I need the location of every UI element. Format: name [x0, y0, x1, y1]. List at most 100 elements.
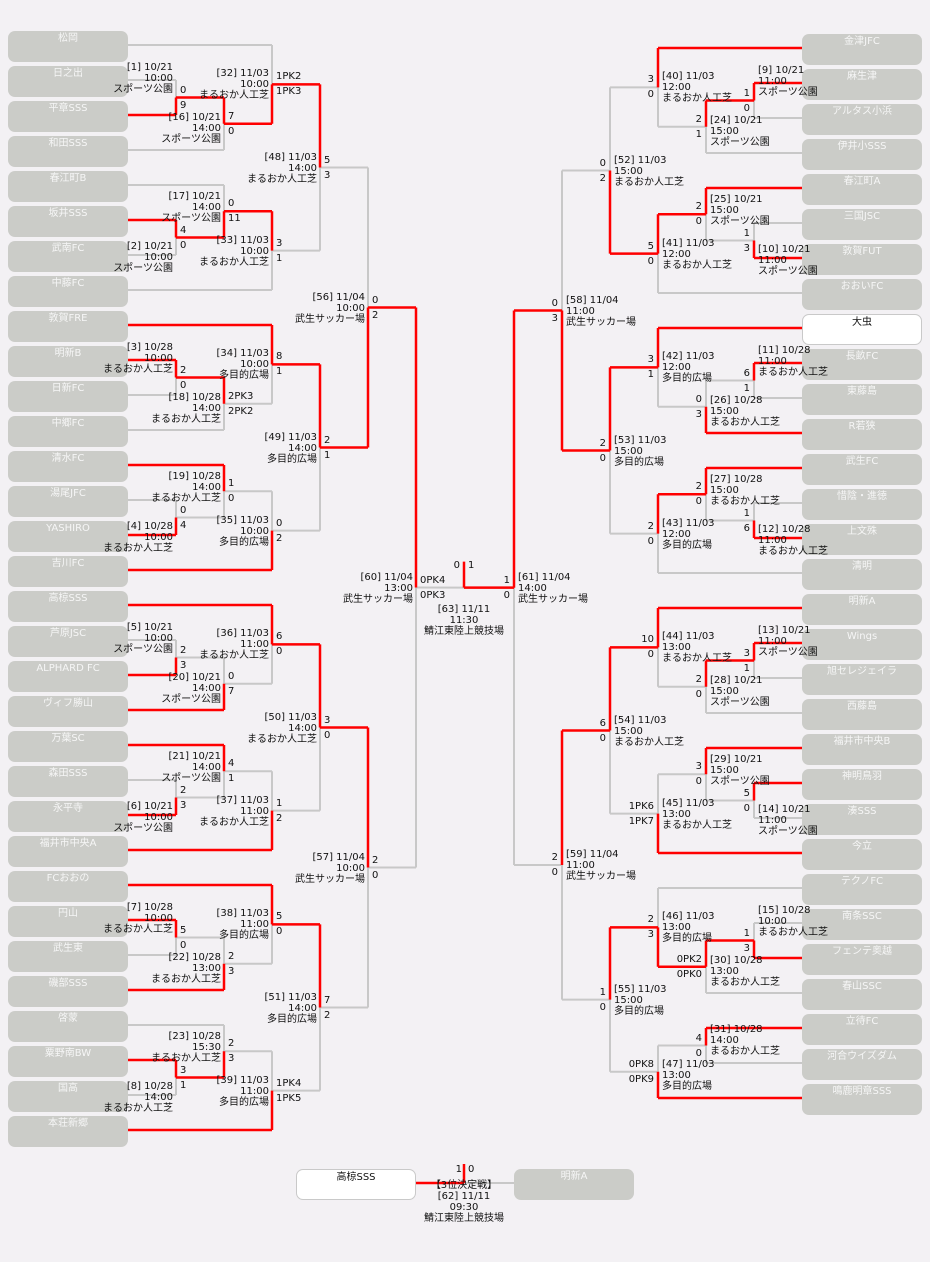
match-venue: スポーツ公園	[710, 136, 770, 148]
team-box-left[interactable]: 国高	[8, 1081, 128, 1112]
team-box-right[interactable]: 福井市中央B	[802, 734, 922, 765]
match-number: [18]	[168, 391, 189, 403]
team-box-left[interactable]: 日之出	[8, 66, 128, 97]
match-time: 11:00	[758, 814, 787, 826]
team-box-left[interactable]: 敦賀FRE	[8, 311, 128, 342]
team-box-left[interactable]: 福井市中央A	[8, 836, 128, 867]
score-top: 3	[695, 761, 702, 773]
team-box-left[interactable]: 武生東	[8, 941, 128, 972]
team-box-left[interactable]: 吉川FC	[8, 556, 128, 587]
score-top: 2	[180, 784, 187, 796]
team-box-left[interactable]: FCおおの	[8, 871, 128, 902]
team-box-right[interactable]: 西藤島	[802, 699, 922, 730]
score-bottom: 1	[324, 449, 331, 461]
match-date: 11/03	[685, 911, 715, 923]
team-box-left[interactable]: 明新B	[8, 346, 128, 377]
team-box-left[interactable]: 平章SSS	[8, 101, 128, 132]
team-box-right[interactable]: 麻生津	[802, 69, 922, 100]
team-box-right[interactable]: 東藤島	[802, 384, 922, 415]
final-left-score: 0	[453, 559, 460, 571]
team-box-right[interactable]: 清明	[802, 559, 922, 590]
team-box-right[interactable]: 春山SSC	[802, 979, 922, 1010]
team-box-left[interactable]: 和田SSS	[8, 136, 128, 167]
team-box-left[interactable]: 日新FC	[8, 381, 128, 412]
match-venue: 多目的広場	[219, 536, 269, 548]
match-date: 11/03	[685, 631, 715, 643]
match-time: 11:00	[758, 534, 787, 546]
team-box-right[interactable]: 金津JFC	[802, 34, 922, 65]
match-time: 12:00	[662, 528, 691, 540]
team-box-left[interactable]: 本荘新郷	[8, 1116, 128, 1147]
team-box-right[interactable]: 鳴鹿明章SSS	[802, 1084, 922, 1115]
team-box-left[interactable]: YASHIRO	[8, 521, 128, 552]
team-box-left[interactable]: 中藤FC	[8, 276, 128, 307]
team-box-right[interactable]: 神明鳥羽	[802, 769, 922, 800]
match-venue: 多目的広場	[662, 1080, 712, 1092]
score-bottom: 1	[743, 662, 750, 674]
match-venue: まるおか人工芝	[247, 173, 317, 185]
match-number-date: [30] 10/28	[710, 955, 840, 966]
match-number: [29]	[710, 754, 731, 766]
team-box-left[interactable]: 春江町B	[8, 171, 128, 202]
team-box-right[interactable]: フェンテ奥越	[802, 944, 922, 975]
team-box-left[interactable]: 永平寺	[8, 801, 128, 832]
match-number: [47]	[662, 1058, 683, 1070]
team-box-right[interactable]: 明新A	[802, 594, 922, 625]
match-number-date: [17] 10/21	[91, 191, 221, 202]
match-date: 11/04	[589, 294, 619, 306]
team-box-right[interactable]: 湊SSS	[802, 804, 922, 835]
team-box-right[interactable]: 大虫	[802, 314, 922, 345]
team-box-left[interactable]: 森田SSS	[8, 766, 128, 797]
team-box-left[interactable]: 粟野南BW	[8, 1046, 128, 1077]
team-box-left[interactable]: ALPHARD FC	[8, 661, 128, 692]
team-box-right[interactable]: 長畝FC	[802, 349, 922, 380]
team-box-left[interactable]: 啓蒙	[8, 1011, 128, 1042]
match-number: [33]	[216, 234, 237, 246]
team-box-left[interactable]: 芦原JSC	[8, 626, 128, 657]
team-box-right[interactable]: Wings	[802, 629, 922, 660]
team-box-right[interactable]: 河合ウイズダム	[802, 1049, 922, 1080]
team-box-left[interactable]: 武南FC	[8, 241, 128, 272]
match-venue: まるおか人工芝	[199, 90, 269, 102]
match-number: [10]	[758, 243, 779, 255]
score-bottom: 0	[276, 926, 283, 938]
team-box-right[interactable]: 旭セレジェイラ	[802, 664, 922, 695]
team-box-left[interactable]: 松岡	[8, 31, 128, 62]
score-bottom: 0	[228, 125, 235, 137]
team-box-right[interactable]: 惜陰・進徳	[802, 489, 922, 520]
team-box-right[interactable]: アルタス小浜	[802, 104, 922, 135]
team-box-left[interactable]: 高椋SSS	[8, 591, 128, 622]
score-bottom: 0	[599, 732, 606, 744]
team-box-left[interactable]: 湯尾JFC	[8, 486, 128, 517]
match-time: 11:00	[240, 919, 269, 931]
team-box-left[interactable]: 円山	[8, 906, 128, 937]
team-box-right[interactable]: テクノFC	[802, 874, 922, 905]
team-box-right[interactable]: 立待FC	[802, 1014, 922, 1045]
team-box-right[interactable]: 武生FC	[802, 454, 922, 485]
match-time: 14:00	[192, 482, 221, 494]
match-number: [57]	[312, 851, 333, 863]
team-box-left[interactable]: 磯部SSS	[8, 976, 128, 1007]
team-box-right[interactable]: おおいFC	[802, 279, 922, 310]
third-place-title: 【3位決定戦】	[430, 1180, 498, 1191]
team-box-right[interactable]: 上文殊	[802, 524, 922, 555]
match-date: 11/11	[461, 603, 491, 615]
team-box-right[interactable]: 南条SSC	[802, 909, 922, 940]
team-box-right[interactable]: 三国JSC	[802, 209, 922, 240]
team-box-left[interactable]: 万葉SC	[8, 731, 128, 762]
team-box-left[interactable]: 清水FC	[8, 451, 128, 482]
third-place-left-team[interactable]: 高椋SSS	[296, 1169, 416, 1200]
team-box-left[interactable]: ヴィフ勝山	[8, 696, 128, 727]
team-box-right[interactable]: 敦賀FUT	[802, 244, 922, 275]
team-box-right[interactable]: 今立	[802, 839, 922, 870]
score-top: 2	[695, 481, 702, 493]
match-time: 15:00	[614, 994, 643, 1006]
team-box-right[interactable]: 伊井小SSS	[802, 139, 922, 170]
team-box-right[interactable]: R若狭	[802, 419, 922, 450]
third-place-right-team[interactable]: 明新A	[514, 1169, 634, 1200]
team-box-left[interactable]: 中郷FC	[8, 416, 128, 447]
team-box-left[interactable]: 坂井SSS	[8, 206, 128, 237]
team-box-right[interactable]: 春江町A	[802, 174, 922, 205]
